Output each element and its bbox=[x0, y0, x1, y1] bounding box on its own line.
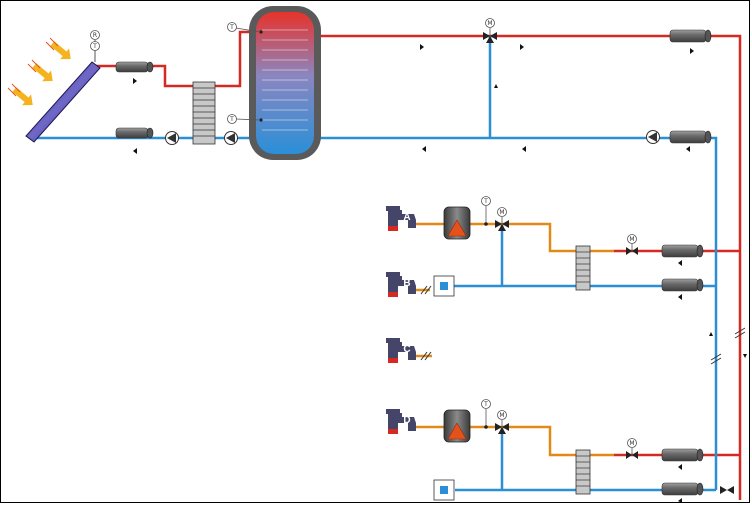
heat-meter-collector-hot bbox=[115, 61, 154, 73]
cold-water-inlet-d bbox=[433, 479, 455, 501]
heat-meter-branch-bottom-hot bbox=[661, 448, 704, 462]
flow-arrow-icon bbox=[743, 354, 747, 358]
sensor-t-label: T bbox=[229, 116, 234, 123]
sun-rays-icon bbox=[7, 37, 71, 106]
valve-m-label: M bbox=[629, 236, 634, 243]
storage-tank-icon bbox=[249, 6, 321, 160]
pipe-break-marks bbox=[420, 285, 746, 365]
motorized-valve-branch-top: M bbox=[626, 234, 638, 255]
motorized-valve-branch-bottom: M bbox=[626, 438, 638, 459]
check-valve-bottom-right bbox=[720, 486, 734, 494]
flow-arrow-icon bbox=[678, 260, 682, 266]
flow-arrow-icon bbox=[690, 48, 694, 54]
tap-a-label: A bbox=[403, 212, 410, 223]
motorized-valve-main: M bbox=[483, 18, 497, 43]
valve-m-label: M bbox=[499, 209, 504, 216]
tap-b-label: B bbox=[403, 278, 410, 289]
flow-arrow-icon bbox=[420, 44, 424, 50]
plate-heat-exchanger-branch-top bbox=[575, 245, 591, 291]
flow-arrow-icon bbox=[678, 464, 682, 470]
sensor-t-tank-bottom: T bbox=[227, 114, 261, 124]
water-tap-c: C bbox=[386, 338, 416, 363]
sensor-t-branch-a: T bbox=[481, 196, 491, 226]
sensor-t-tank-top: T bbox=[227, 22, 261, 33]
motorized-valve-tap-a: M bbox=[495, 207, 509, 231]
valve-m-label: M bbox=[629, 440, 634, 447]
flow-arrow-icon bbox=[678, 498, 682, 503]
pump-return bbox=[646, 130, 660, 144]
flow-arrow-icon bbox=[709, 332, 713, 336]
heat-meter-branch-bottom-cold bbox=[661, 482, 704, 496]
tap-c-label: C bbox=[403, 344, 410, 355]
heat-meter-branch-top-hot bbox=[661, 244, 704, 258]
motorized-valve-tap-d: M bbox=[495, 410, 509, 434]
valve-m-label: M bbox=[487, 20, 492, 27]
flow-arrow-icon bbox=[522, 146, 526, 152]
flow-arrow-icon bbox=[494, 84, 498, 88]
flow-arrow-icon bbox=[422, 146, 426, 152]
plate-heat-exchanger-branch-bottom bbox=[575, 449, 591, 495]
water-tap-b: B bbox=[386, 272, 416, 297]
tap-d-label: D bbox=[403, 415, 410, 426]
valve-m-label: M bbox=[499, 412, 504, 419]
pump-icon bbox=[165, 131, 179, 145]
sensor-t-branch-d: T bbox=[481, 399, 491, 429]
flow-arrow-icon bbox=[678, 294, 682, 300]
tank-hot-outlet-pipe bbox=[318, 34, 742, 500]
sensor-t-label: T bbox=[483, 401, 488, 408]
sensor-t-label: T bbox=[483, 198, 488, 205]
water-tap-a: A bbox=[386, 206, 416, 231]
boiler-d bbox=[443, 409, 471, 443]
tank-return-pipe bbox=[318, 136, 718, 490]
flow-arrow-icon bbox=[133, 148, 137, 154]
flow-arrow-icon bbox=[686, 146, 690, 152]
cold-water-inlet-icon bbox=[433, 275, 455, 297]
heat-meter-main-cold bbox=[669, 130, 712, 144]
heat-meter-main-hot bbox=[669, 29, 712, 43]
sensor-t-label: T bbox=[92, 43, 97, 50]
water-tap-d: D bbox=[386, 409, 416, 434]
flow-arrow-icon bbox=[133, 78, 137, 84]
pump-secondary bbox=[224, 131, 238, 145]
heat-meter-collector-cold bbox=[115, 127, 154, 139]
sensor-t-collector: T bbox=[90, 41, 100, 51]
solar-collector-icon bbox=[25, 61, 101, 143]
sensor-r-label: R bbox=[93, 32, 97, 39]
flow-arrows bbox=[133, 44, 747, 503]
flow-arrow-icon bbox=[520, 44, 524, 50]
plate-heat-exchanger-icon bbox=[192, 81, 216, 145]
boiler-icon bbox=[443, 206, 471, 240]
heat-meter-branch-top-cold bbox=[661, 278, 704, 292]
cold-pipes bbox=[30, 36, 718, 492]
sensor-t-label: T bbox=[229, 24, 234, 31]
